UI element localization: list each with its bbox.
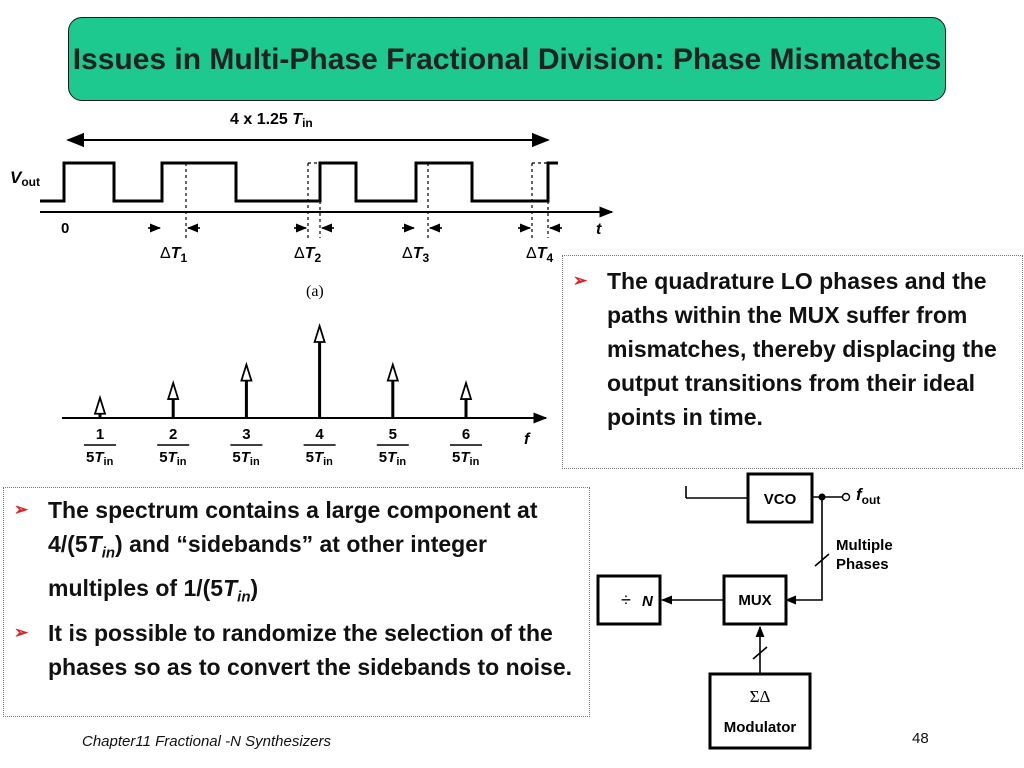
divider-block [596, 574, 662, 626]
spectral-line-numerator: 2 [169, 426, 177, 443]
vco-label: VCO [764, 491, 797, 508]
spectral-line-labels: 1 5Tin 2 5Tin 3 5Tin 4 5Tin 5 5Tin 6 5Tin [84, 426, 482, 468]
delta-labels: ΔT1 ΔT2 ΔT3 ΔT4 [160, 245, 553, 265]
bullet-text: The spectrum contains a large component … [48, 497, 538, 606]
multiple-phases-label: Multiple [836, 537, 893, 554]
ideal-transition-markers [185, 162, 549, 238]
spectral-line-denominator: 5Tin [379, 449, 407, 468]
spectral-line-numerator: 4 [315, 426, 324, 443]
control-bus-slash [752, 646, 768, 660]
spectral-line-head-2 [166, 380, 180, 400]
bullet-item-randomize: ➢ It is possible to randomize the select… [14, 616, 579, 684]
page-number: 48 [912, 730, 929, 747]
spectrum-diagram: f 1 5Tin 2 5Tin 3 5Tin 4 5Tin 5 5Tin 6 5Tin [62, 322, 548, 468]
multiple-phases-label-2: Phases [836, 556, 889, 573]
spectrum-notes: ➢ The spectrum contains a large componen… [3, 487, 590, 717]
delta-t2-label: ΔT2 [294, 245, 321, 265]
spectral-line-head-5 [386, 361, 400, 382]
title-banner: Issues in Multi-Phase Fractional Divisio… [68, 17, 946, 101]
bullet-text: The quadrature LO phases and the paths w… [607, 268, 997, 430]
arrow-bullet-icon: ➢ [573, 271, 588, 290]
phases-wire [784, 497, 823, 605]
mux-label: MUX [738, 592, 771, 609]
arrow-bullet-icon: ➢ [14, 623, 29, 643]
spectral-line-head-3 [240, 361, 253, 382]
bus-slash [814, 553, 830, 567]
time-axis-label: t [596, 221, 602, 238]
quadrature-mismatch-note: ➢ The quadrature LO phases and the paths… [562, 255, 1023, 469]
spectral-line-denominator: 5Tin [306, 449, 334, 468]
vout-waveform [40, 161, 558, 203]
waveform-diagram: 4 x 1.25 Tin Vout 0 t [10, 111, 614, 300]
divider-n: N [642, 593, 654, 610]
span-label: 4 x 1.25 Tin [230, 111, 313, 130]
spectral-line-denominator: 5Tin [232, 449, 260, 468]
modulator-label: Modulator [724, 719, 797, 736]
bullet-text: It is possible to randomize the selectio… [48, 620, 573, 681]
vout-label: Vout [10, 168, 40, 189]
spectral-line-numerator: 3 [242, 426, 250, 443]
bullet-item-spectrum: ➢ The spectrum contains a large componen… [14, 493, 579, 614]
delta-t3-label: ΔT3 [402, 245, 429, 265]
spectral-line-numerator: 1 [96, 426, 104, 443]
spectral-lines [93, 322, 473, 418]
fout-label: fout [856, 485, 880, 507]
spectral-line-head-4 [313, 322, 326, 343]
spectral-line-denominator: 5Tin [452, 449, 480, 468]
origin-label: 0 [61, 220, 69, 237]
bullet-item: ➢ The quadrature LO phases and the paths… [573, 264, 1010, 434]
spectral-line-denominator: 5Tin [86, 449, 114, 468]
modulator-block [708, 672, 812, 750]
delta-t4-label: ΔT4 [526, 245, 553, 265]
block-diagram: VCO fout Multiple Phases MUX ÷ N ΣΔ Modu… [596, 472, 893, 750]
arrow-bullet-icon: ➢ [14, 500, 29, 519]
spectral-line-numerator: 6 [462, 426, 470, 443]
chapter-footer: Chapter11 Fractional -N Synthesizers [82, 733, 331, 750]
figure-caption: (a) [306, 283, 324, 300]
slide-title: Issues in Multi-Phase Fractional Divisio… [72, 42, 942, 76]
spectral-line-head-6 [459, 380, 473, 400]
sigma-delta-label: ΣΔ [750, 687, 771, 706]
delta-t1-label: ΔT1 [160, 245, 187, 265]
spectral-line-denominator: 5Tin [159, 449, 187, 468]
spectral-line-head-1 [93, 394, 107, 415]
divider-symbol: ÷ [621, 590, 631, 610]
spectral-line-numerator: 5 [389, 426, 397, 443]
frequency-axis-label: f [524, 431, 531, 448]
output-terminal [841, 492, 851, 502]
